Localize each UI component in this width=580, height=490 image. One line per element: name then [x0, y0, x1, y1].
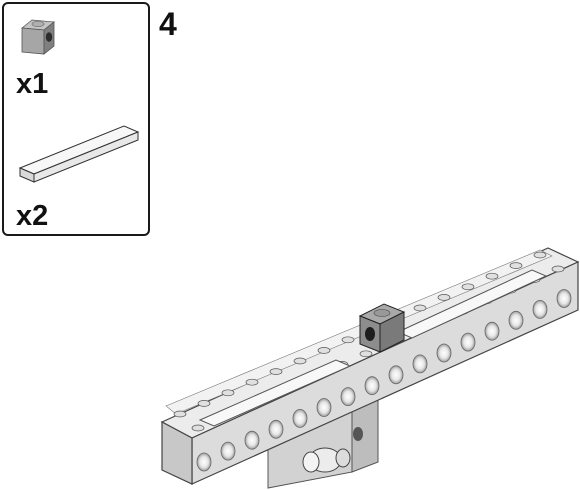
placed-technic-brick-1x1 — [358, 303, 406, 353]
beam-hole — [532, 299, 548, 319]
tile-1x8-icon — [18, 125, 140, 183]
stud — [197, 400, 211, 407]
stud — [269, 368, 283, 375]
beam-hole — [388, 365, 404, 385]
beam-holes — [196, 289, 572, 472]
stud — [551, 265, 565, 273]
stud — [437, 294, 451, 301]
part-quantity-tile: x2 — [16, 200, 49, 232]
beam-hole — [244, 430, 260, 450]
beam-hole — [460, 332, 476, 352]
stud — [413, 304, 427, 312]
beam-hole — [364, 376, 380, 396]
stud — [317, 347, 331, 354]
stud — [191, 424, 205, 432]
beam-hole — [484, 321, 500, 341]
stud — [341, 336, 355, 344]
stud — [485, 272, 499, 280]
beam-hole — [340, 387, 356, 407]
stud — [533, 251, 547, 259]
technic-brick-1x1-with-hole-icon — [20, 19, 56, 55]
part-quantity-brick: x1 — [16, 68, 49, 100]
beam-hole — [196, 452, 212, 472]
beam-hole — [292, 408, 308, 428]
beam-hole — [508, 310, 524, 330]
stud — [221, 389, 235, 397]
beam-hole — [268, 419, 284, 439]
stud — [293, 357, 307, 365]
stud — [359, 350, 373, 358]
stud — [245, 378, 259, 386]
tile-placed-left — [198, 359, 352, 427]
step-number: 4 — [159, 6, 177, 42]
stud — [509, 262, 523, 269]
tile-placed-right — [396, 269, 548, 339]
parts-list-callout: x1 x2 — [2, 2, 150, 236]
stud — [461, 283, 475, 291]
beam-hole — [220, 441, 236, 461]
stud — [173, 410, 187, 418]
beam-hole — [556, 289, 572, 308]
beam-hole — [316, 398, 332, 417]
beam-hole — [436, 343, 452, 363]
beam-hole — [412, 354, 428, 374]
